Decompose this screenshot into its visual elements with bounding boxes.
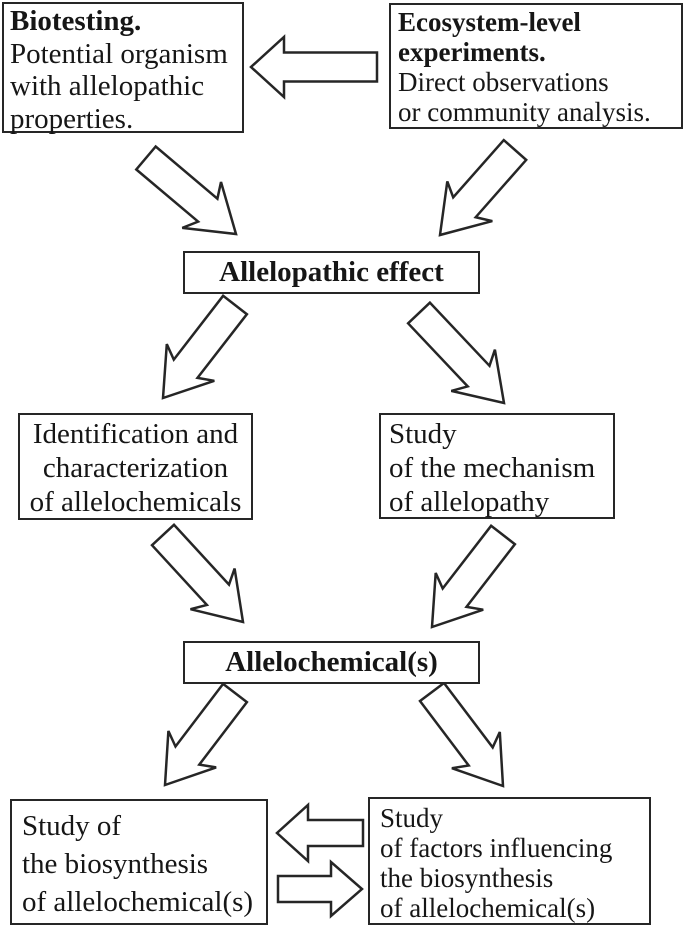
box-ecosystem-line: Direct observations [398,67,609,97]
box-allelochemicals: Allelochemical(s) [183,641,480,684]
arrow-factors-to-biosynthesis [275,802,365,864]
box-biosynthesis-line: Study of [22,810,122,842]
arrow-effect-to-mechanism [406,300,506,405]
box-biosynthesis-line: of allelochemical(s) [22,886,254,918]
arrow-biotesting-to-effect [134,144,238,236]
arrow-biosynthesis-to-factors [276,859,364,919]
arrow-effect-to-identification [161,294,249,400]
box-allelopathic-effect-label: Allelopathic effect [219,256,444,288]
arrow-allelochemicals-to-biosynthesis [163,682,249,787]
box-ecosystem-title: experiments. [398,37,546,67]
box-factors-line: of allelochemical(s) [380,893,596,923]
box-mechanism-study: Study of the mechanism of allelopathy [379,413,615,519]
box-biosynthesis-line: the biosynthesis [22,848,209,880]
box-factors-line: Study [380,803,444,833]
box-ecosystem-line: or community analysis. [398,97,651,127]
arrow-ecosystem-to-biotesting [249,34,379,100]
box-identification-line: Identification and [32,418,239,450]
box-mechanism-line: Study [389,418,457,450]
arrow-mechanism-to-allelochemicals [430,524,517,629]
box-identification-line: of allelochemicals [29,486,242,518]
box-biotesting-line: Potential organism [10,37,228,70]
box-ecosystem-experiments: Ecosystem-level experiments. Direct obse… [389,3,683,129]
box-factors-line: of factors influencing [380,833,613,863]
box-allelopathic-effect: Allelopathic effect [183,251,480,294]
box-identification-line: characterization [42,452,229,484]
arrow-ecosystem-to-effect [438,138,528,237]
box-allelochemicals-label: Allelochemical(s) [225,646,438,678]
box-mechanism-line: of allelopathy [389,486,550,518]
box-biotesting-title: Biotesting. [10,5,142,37]
box-mechanism-line: of the mechanism [389,452,596,484]
arrow-allelochemicals-to-factors [418,681,505,788]
box-factors-line: the biosynthesis [380,863,554,893]
box-biotesting-line: with allelopathic [10,70,205,102]
box-biosynthesis-study: Study of the biosynthesis of allelochemi… [10,799,268,925]
arrow-identification-to-allelochemicals [150,523,245,624]
box-factors-study: Study of factors influencing the biosynt… [368,797,651,925]
box-identification: Identification and characterization of a… [18,413,253,520]
box-biotesting-line: properties. [10,102,134,135]
box-ecosystem-title: Ecosystem-level [398,7,581,37]
box-biotesting: Biotesting. Potential organism with alle… [2,2,244,135]
